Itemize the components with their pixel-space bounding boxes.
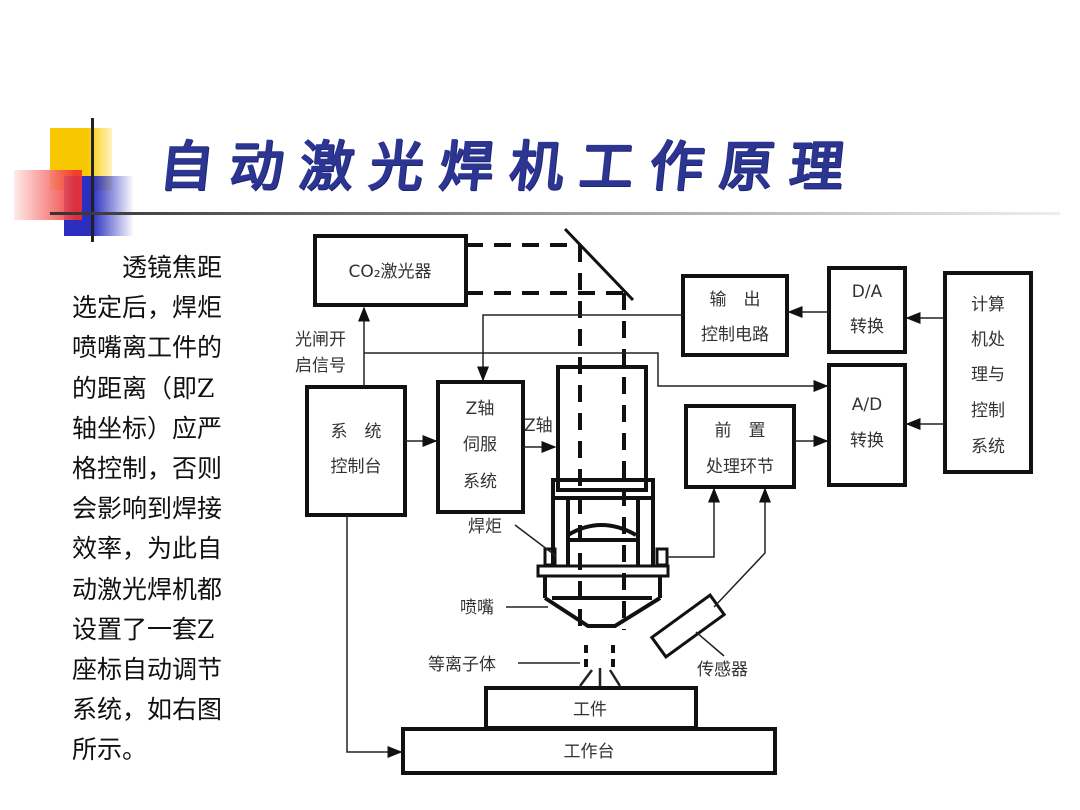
description-line: 设置了一套Z (72, 614, 215, 644)
description-line: 喷嘴离工件的 (72, 333, 223, 363)
description-line: 格控制，否则 (72, 454, 223, 484)
signal-lines (346, 306, 945, 758)
red-square-decoration (14, 170, 82, 220)
description-line: 动激光焊机都 (72, 574, 223, 604)
description-line: 轴坐标）应严 (72, 413, 223, 443)
torch-shape (536, 478, 670, 628)
ad-convert-box (827, 363, 907, 487)
torch-label: 焊炬 (468, 517, 502, 537)
vertical-rule (91, 118, 94, 242)
worktable-label: 工作台 (564, 742, 615, 762)
laser-tube-box (556, 365, 648, 492)
da-convert-label: 转换 (850, 317, 884, 337)
system-console-label: 系 统 (331, 422, 382, 442)
co2-laser-box (313, 234, 468, 307)
preprocess-label: 前 置 (715, 421, 766, 441)
description-line: 系统，如右图 (72, 695, 223, 725)
system-console-label: 控制台 (331, 457, 382, 477)
preprocess-box (684, 404, 796, 489)
worktable-box (401, 727, 777, 775)
computer-label: 控制 (971, 401, 1005, 421)
shutter-signal-label: 启信号 (295, 356, 346, 376)
ad-convert-label: 转换 (850, 431, 884, 451)
description-line: 会影响到焊接 (72, 494, 223, 524)
description-line: 透镜焦距 (72, 253, 223, 282)
z-axis-label: Z轴 (524, 416, 553, 436)
da-convert-box (827, 266, 907, 354)
computer-label: 机处 (971, 330, 1005, 350)
description-line: 选定后，焊炬 (72, 293, 223, 323)
computer-label: 理与 (971, 365, 1005, 385)
ad-convert-label: A/D (852, 395, 882, 415)
z-servo-label: 系统 (463, 472, 497, 492)
z-servo-label: 伺服 (463, 435, 497, 455)
title-underline (50, 212, 1060, 215)
plasma-label: 等离子体 (428, 655, 496, 675)
workpiece-label: 工件 (573, 700, 607, 720)
sensor-label: 传感器 (697, 660, 748, 680)
da-convert-label: D/A (852, 282, 883, 302)
laser-beam (466, 243, 626, 672)
computer-box (943, 271, 1033, 474)
z-servo-label: Z轴 (466, 399, 495, 419)
description-line: 所示。 (72, 735, 148, 765)
output-control-label: 输 出 (710, 290, 761, 310)
description-text: 透镜焦距 选定后，焊炬 喷嘴离工件的 的距离（即Z 轴坐标）应严 格控制，否则 … (72, 248, 262, 771)
description-line: 效率，为此自 (72, 534, 223, 564)
description-line: 座标自动调节 (72, 655, 223, 685)
shutter-signal-label: 光闸开 (295, 330, 346, 350)
description-line: 的距离（即Z (72, 373, 215, 403)
computer-label: 系统 (971, 437, 1005, 457)
sensor-shape (649, 593, 727, 659)
mirror (563, 227, 635, 302)
computer-label: 计算 (971, 295, 1005, 315)
preprocess-label: 处理环节 (706, 457, 774, 477)
co2-laser-label: CO₂激光器 (348, 262, 431, 282)
output-control-label: 控制电路 (701, 325, 769, 345)
nozzle-label: 喷嘴 (460, 598, 494, 618)
system-console-box (305, 385, 407, 517)
